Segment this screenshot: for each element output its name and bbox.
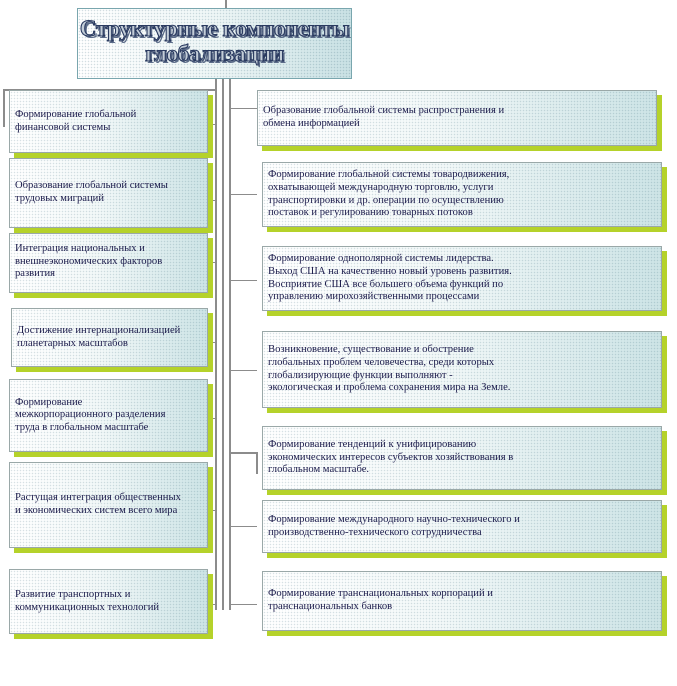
connector-right-2 [229,194,257,195]
diagram-title: Структурные компоненты глобализации [79,15,350,66]
left-box-label: Растущая интеграция общественных и эконо… [15,492,181,516]
right-box-label: Образование глобальной системы распростр… [263,105,505,129]
connector-right-3 [229,280,257,281]
left-box-transport-technologies: Развитие транспортных и коммуникационных… [9,569,208,634]
right-box-unification-interests: Формирование тенденций к унифицированию … [262,426,662,490]
left-box-labor-migration: Образование глобальной системы трудовых … [9,158,208,228]
connector-right-5 [229,452,257,454]
left-box-intercorporate-division: Формирование межкорпорационного разделен… [9,379,208,452]
connector-right-4 [229,370,257,371]
right-box-label: Формирование однополярной системы лидерс… [268,253,512,303]
right-box-label: Формирование международного научно-техни… [268,513,520,538]
right-box-information-system: Образование глобальной системы распростр… [257,90,657,146]
left-box-label: Интеграция национальных и внешнеэкономич… [15,243,163,280]
right-box-goods-movement: Формирование глобальной системы товародв… [262,162,662,227]
right-box-unipolar-leadership: Формирование однополярной системы лидерс… [262,246,662,311]
left-box-financial-system: Формирование глобальной финансовой систе… [9,90,208,153]
right-box-transnational-corporations: Формирование транснациональных корпораци… [262,571,662,631]
connector-trunk-right [229,79,231,610]
connector-right-5-drop [256,452,258,474]
right-box-label: Формирование глобальной системы товародв… [268,169,510,219]
connector-title-stub [225,0,227,9]
connector-right-6 [229,526,257,527]
connector-right-7 [229,604,257,605]
left-box-label: Образование глобальной системы трудовых … [15,180,168,204]
connector-trunk-center [222,79,224,610]
right-box-label: Формирование транснациональных корпораци… [268,588,493,612]
left-box-internationalization: Достижение интернационализацией планетар… [11,308,208,367]
left-box-label: Развитие транспортных и коммуникационных… [15,588,160,613]
right-box-label: Возникновение, существование и обострени… [268,344,511,394]
left-box-label: Достижение интернационализацией планетар… [17,324,181,349]
connector-top-left-drop [3,89,5,127]
left-box-systems-integration: Растущая интеграция общественных и эконо… [9,462,208,548]
right-box-label: Формирование тенденций к унифицированию … [268,439,514,476]
connector-trunk-left [215,79,217,610]
right-box-scientific-cooperation: Формирование международного научно-техни… [262,500,662,553]
right-box-global-problems: Возникновение, существование и обострени… [262,331,662,408]
diagram-title-box: Структурные компоненты глобализации [77,8,352,79]
left-box-label: Формирование межкорпорационного разделен… [15,396,166,433]
left-box-factor-integration: Интеграция национальных и внешнеэкономич… [9,233,208,293]
left-box-label: Формирование глобальной финансовой систе… [15,108,137,133]
connector-right-1 [229,108,257,109]
